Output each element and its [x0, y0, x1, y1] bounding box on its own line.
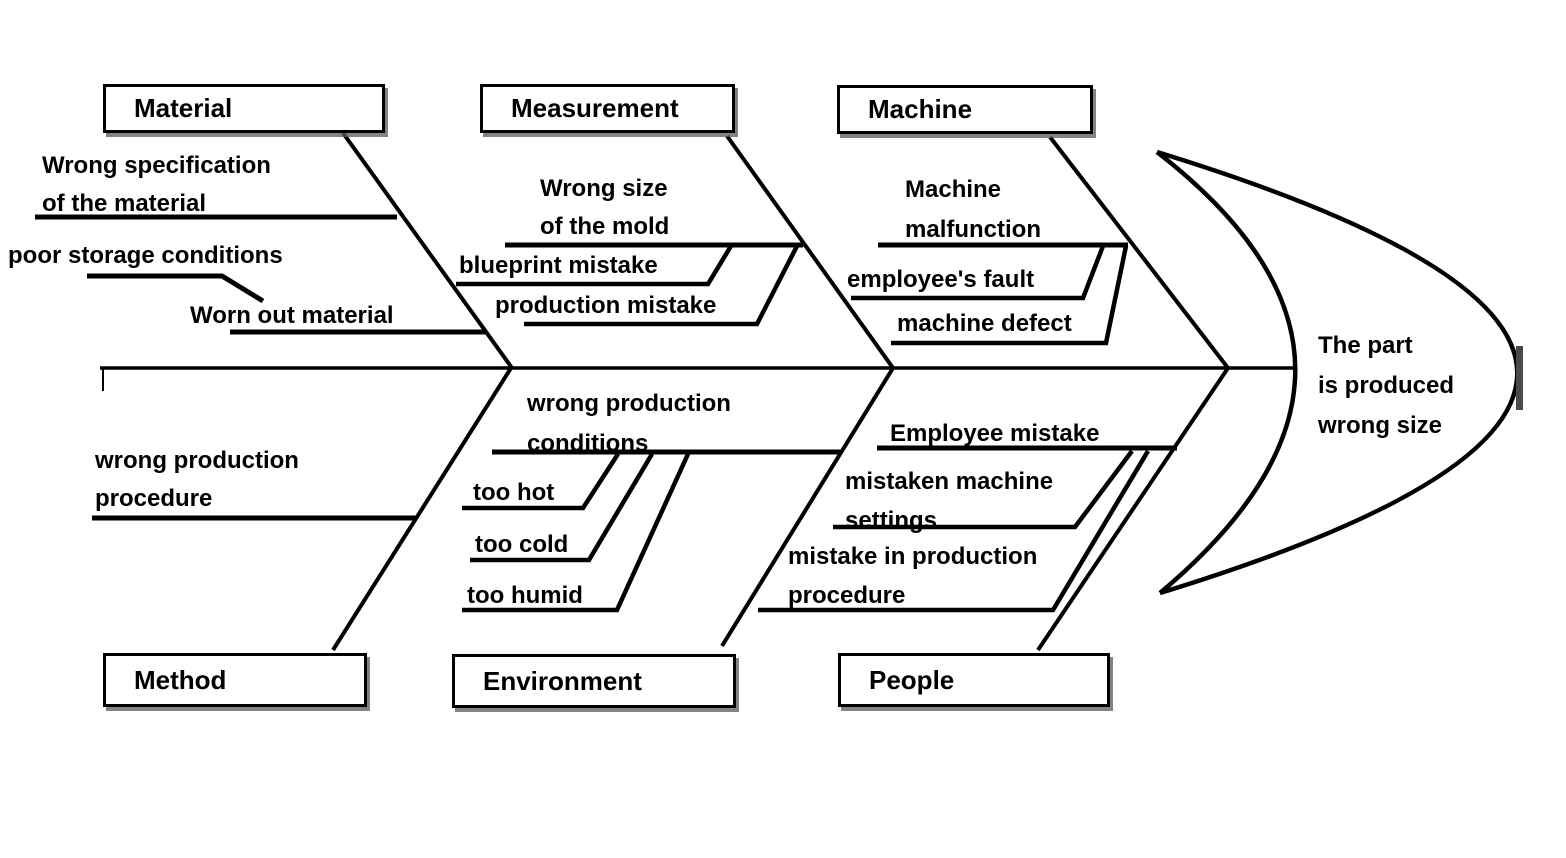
measurement-branch-line — [725, 134, 895, 370]
cause-worn-out-material: Worn out material — [190, 302, 394, 329]
category-box-environment: Environment — [452, 654, 736, 708]
category-label-method: Method — [134, 664, 227, 695]
production-mistake-cause-line — [524, 244, 800, 327]
category-label-material: Material — [134, 93, 233, 123]
machine-defect-cause-line — [891, 245, 1129, 346]
cause-machine-malfunction: Machine malfunction — [905, 176, 1041, 243]
right-edge-mark — [1516, 346, 1523, 410]
effect-label: The part is produced wrong size — [1318, 332, 1455, 439]
cause-poor-storage-conditions: poor storage conditions — [8, 242, 283, 269]
material-branch-line — [341, 131, 514, 370]
fish-head-inner-arc — [1155, 150, 1298, 595]
too-humid-cause-line — [462, 453, 691, 613]
cause-wrong-size-of-mold: Wrong size of the mold — [540, 175, 670, 240]
cause-employees-fault: employee's fault — [847, 266, 1035, 293]
mistaken-machine-settings-cause-line — [833, 449, 1134, 530]
machine-branch-line — [1048, 135, 1230, 370]
mistake-in-production-procedure-cause-line — [758, 449, 1150, 613]
category-label-environment: Environment — [483, 665, 642, 696]
cause-mistake-in-production-procedure: mistake in production procedure — [788, 543, 1038, 609]
cause-too-cold: too cold — [475, 531, 569, 558]
method-branch-line — [331, 366, 513, 652]
cause-machine-defect: machine defect — [897, 310, 1072, 337]
category-box-method: Method — [103, 653, 367, 707]
cause-wrong-production-procedure: wrong production procedure — [95, 447, 299, 512]
cause-too-hot: too hot — [473, 479, 555, 506]
cause-too-humid: too humid — [467, 582, 583, 609]
cause-production-mistake: production mistake — [495, 292, 717, 319]
environment-branch-line — [720, 366, 895, 648]
people-branch-line — [1036, 366, 1230, 652]
blueprint-mistake-cause-line — [456, 244, 733, 287]
category-box-people: People — [838, 653, 1110, 707]
category-box-material: Material — [103, 84, 385, 133]
cause-wrong-specification: Wrong specification of the material — [42, 152, 271, 217]
category-label-machine: Machine — [868, 94, 973, 124]
too-cold-cause-line — [470, 452, 654, 563]
category-box-measurement: Measurement — [480, 84, 735, 133]
cause-employee-mistake: Employee mistake — [890, 420, 1100, 447]
too-hot-cause-line — [462, 452, 620, 511]
category-label-measurement: Measurement — [511, 93, 679, 123]
category-box-machine: Machine — [837, 85, 1093, 134]
category-label-people: People — [869, 664, 955, 695]
cause-mistaken-machine-settings: mistaken machine settings — [845, 468, 1054, 534]
cause-blueprint-mistake: blueprint mistake — [459, 252, 658, 279]
poor-storage-cause-line — [87, 273, 265, 304]
cause-wrong-production-conditions: wrong production conditions — [527, 390, 731, 457]
employees-fault-cause-line — [851, 245, 1106, 301]
